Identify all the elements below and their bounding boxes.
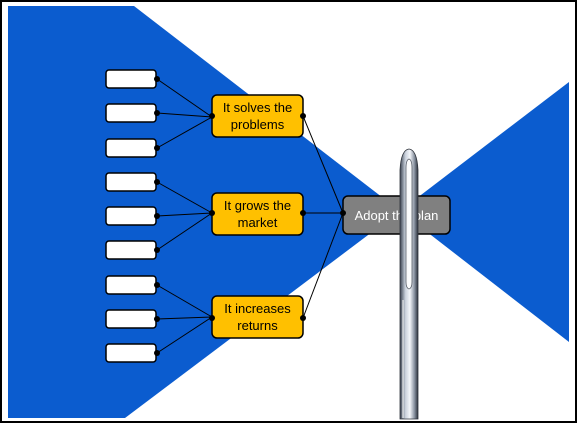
conclusion-label: Adopt the plan [355,208,439,223]
reason-box-1: It solves the problems [211,94,304,138]
conclusion-box: Adopt the plan [342,195,451,235]
blank-box [105,138,157,158]
blank-box [105,343,157,363]
blank-box-group-3 [105,275,157,363]
reason-3-line-2: returns [237,318,278,333]
blank-box [105,172,157,192]
reason-2-line-1: It grows the [224,198,291,213]
connector-lines [156,78,344,354]
blank-box [105,240,157,260]
blank-box [105,69,157,89]
reason-1-line-2: problems [231,117,285,132]
reason-box-3: It increases returns [211,295,304,339]
connector-dots [154,76,346,356]
reason-2-line-2: market [238,215,278,230]
reason-box-2: It grows the market [211,192,304,236]
sewing-needle-icon [399,148,419,420]
blank-box [105,206,157,226]
reason-3-line-1: It increases [224,301,291,316]
reason-1-line-1: It solves the [223,100,292,115]
blank-box-group-1 [105,69,157,158]
blank-box-group-2 [105,172,157,260]
blank-box [105,103,157,123]
blank-box [105,309,157,329]
blank-box [105,275,157,295]
right-blue-wedge [400,82,569,342]
